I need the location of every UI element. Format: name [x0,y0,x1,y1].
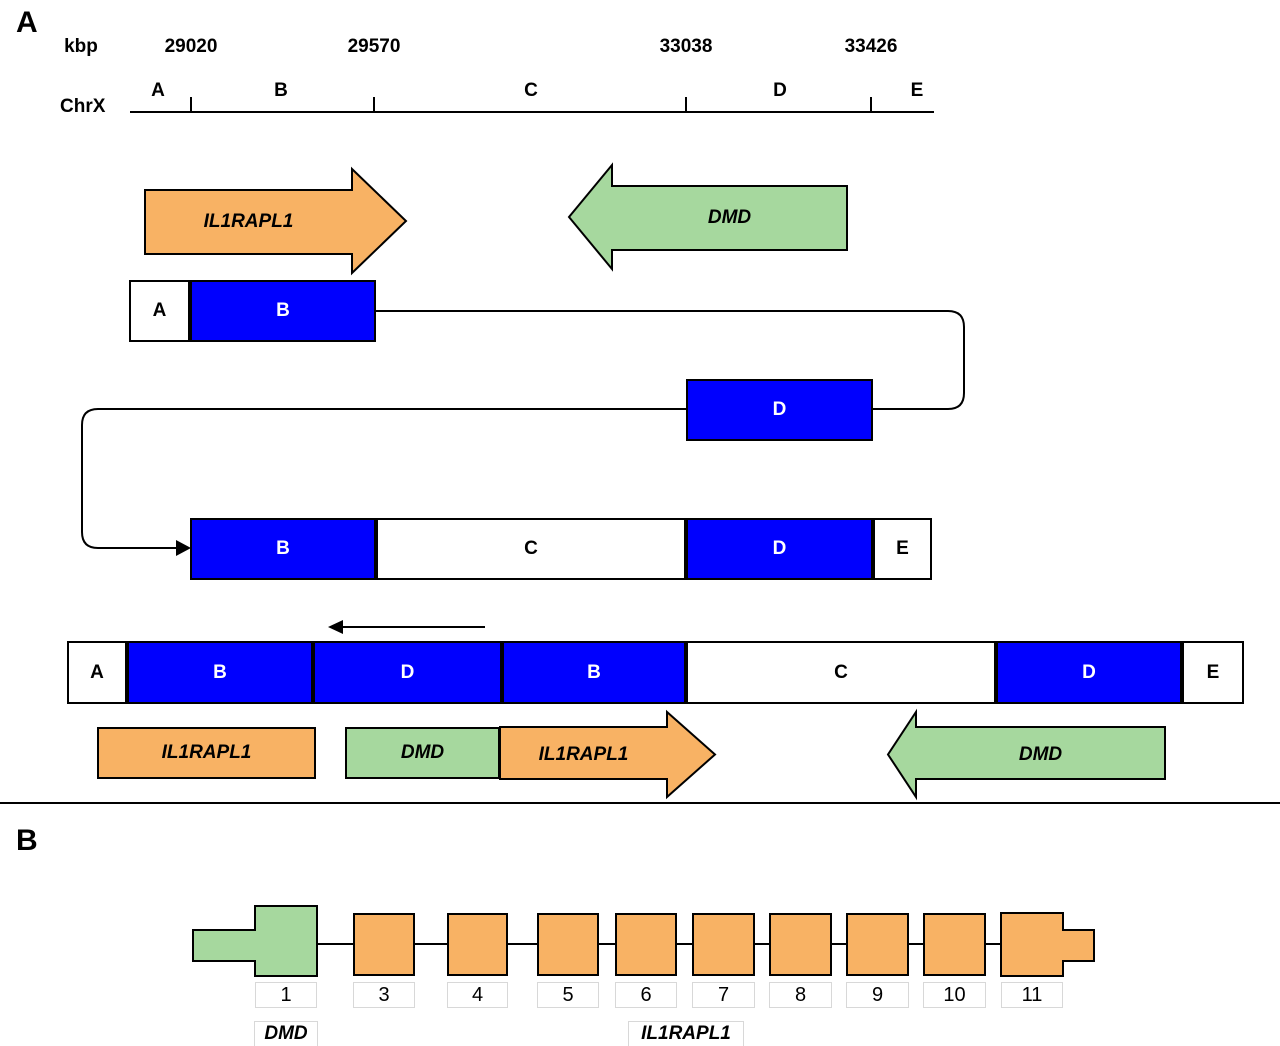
panel-a-label: A [16,6,38,39]
exon-number-4: 4 [447,982,508,1008]
inversion-arrowhead-icon [328,620,343,634]
fragment-ab-segment-a: A [129,280,190,342]
derivative-il1rapl1-rect-label: IL1RAPL1 [161,742,252,763]
derivative-row-segment-b1: B [127,641,313,704]
chromosome-label: ChrX [60,96,106,117]
axis-segment-label-d: D [773,80,787,101]
axis-segment-label-b: B [274,80,288,101]
exon-number-3: 3 [353,982,415,1008]
derivative-dmd-arrow-left [886,708,1166,801]
exon-number-1: 1 [255,982,317,1008]
exon-11-shape [1000,912,1095,977]
exon-number-9: 9 [846,982,909,1008]
panel-b-dmd-label: DMD [264,1023,308,1044]
exon-number-7: 7 [692,982,755,1008]
acceptor-row-segment-b: B [190,518,376,580]
derivative-il1rapl1-arrow-right [499,709,717,800]
acceptor-row-segment-e: E [873,518,932,580]
connector-b-to-d [376,310,965,410]
exon-9-shape [846,913,909,976]
exon-10-shape [923,913,986,976]
fragment-ab-segment-b: B [190,280,376,342]
axis-segment-label-c: C [524,80,538,101]
exon-4-shape [447,913,508,976]
exon-number-10: 10 [923,982,986,1008]
exon-number-5: 5 [537,982,599,1008]
derivative-row-segment-c: C [686,641,996,704]
exon-number-11: 11 [1001,982,1063,1008]
dmd-gene-arrow-label: DMD [707,207,752,228]
axis-segment-label-a: A [151,80,165,101]
exon-number-6: 6 [615,982,677,1008]
panel-b-il1rapl1-label-box: IL1RAPL1 [628,1021,744,1046]
derivative-dmd-rect-label: DMD [400,742,445,763]
coordinate-label-29570: 29570 [347,36,401,57]
derivative-il1rapl1-rect: IL1RAPL1 [97,727,316,779]
panel-b-label: B [16,824,38,857]
coordinate-label-29020: 29020 [164,36,218,57]
dmd-gene-arrow-left [567,162,848,272]
derivative-il1rapl1-arrow-label: IL1RAPL1 [538,744,629,765]
panel-b-il1rapl1-label: IL1RAPL1 [641,1023,731,1044]
acceptor-row-segment-c: C [376,518,686,580]
derivative-dmd-rect: DMD [345,727,500,779]
fragment-d-segment-d: D [686,379,873,441]
il1rapl1-gene-arrow-right [144,166,408,276]
derivative-row-segment-d1: D [313,641,502,704]
panel-b-dmd-label-box: DMD [254,1021,318,1046]
derivative-row-segment-d2: D [996,641,1182,704]
exon-7-shape [692,913,755,976]
derivative-row-segment-b2: B [502,641,686,704]
exon-3-shape [353,913,415,976]
exon-1-shape [192,905,318,977]
kbp-unit-label: kbp [64,36,98,57]
derivative-row-segment-a: A [67,641,127,704]
derivative-row-segment-e: E [1182,641,1244,704]
exon-6-shape [615,913,677,976]
insertion-arrowhead-icon [176,540,191,556]
acceptor-row-segment-d: D [686,518,873,580]
coordinate-label-33038: 33038 [659,36,713,57]
exon-8-shape [769,913,832,976]
derivative-dmd-arrow-label: DMD [1018,744,1063,765]
coordinate-label-33426: 33426 [844,36,898,57]
axis-segment-label-e: E [910,80,924,101]
il1rapl1-gene-arrow-label: IL1RAPL1 [203,211,294,232]
exon-number-8: 8 [769,982,832,1008]
exon-5-shape [537,913,599,976]
